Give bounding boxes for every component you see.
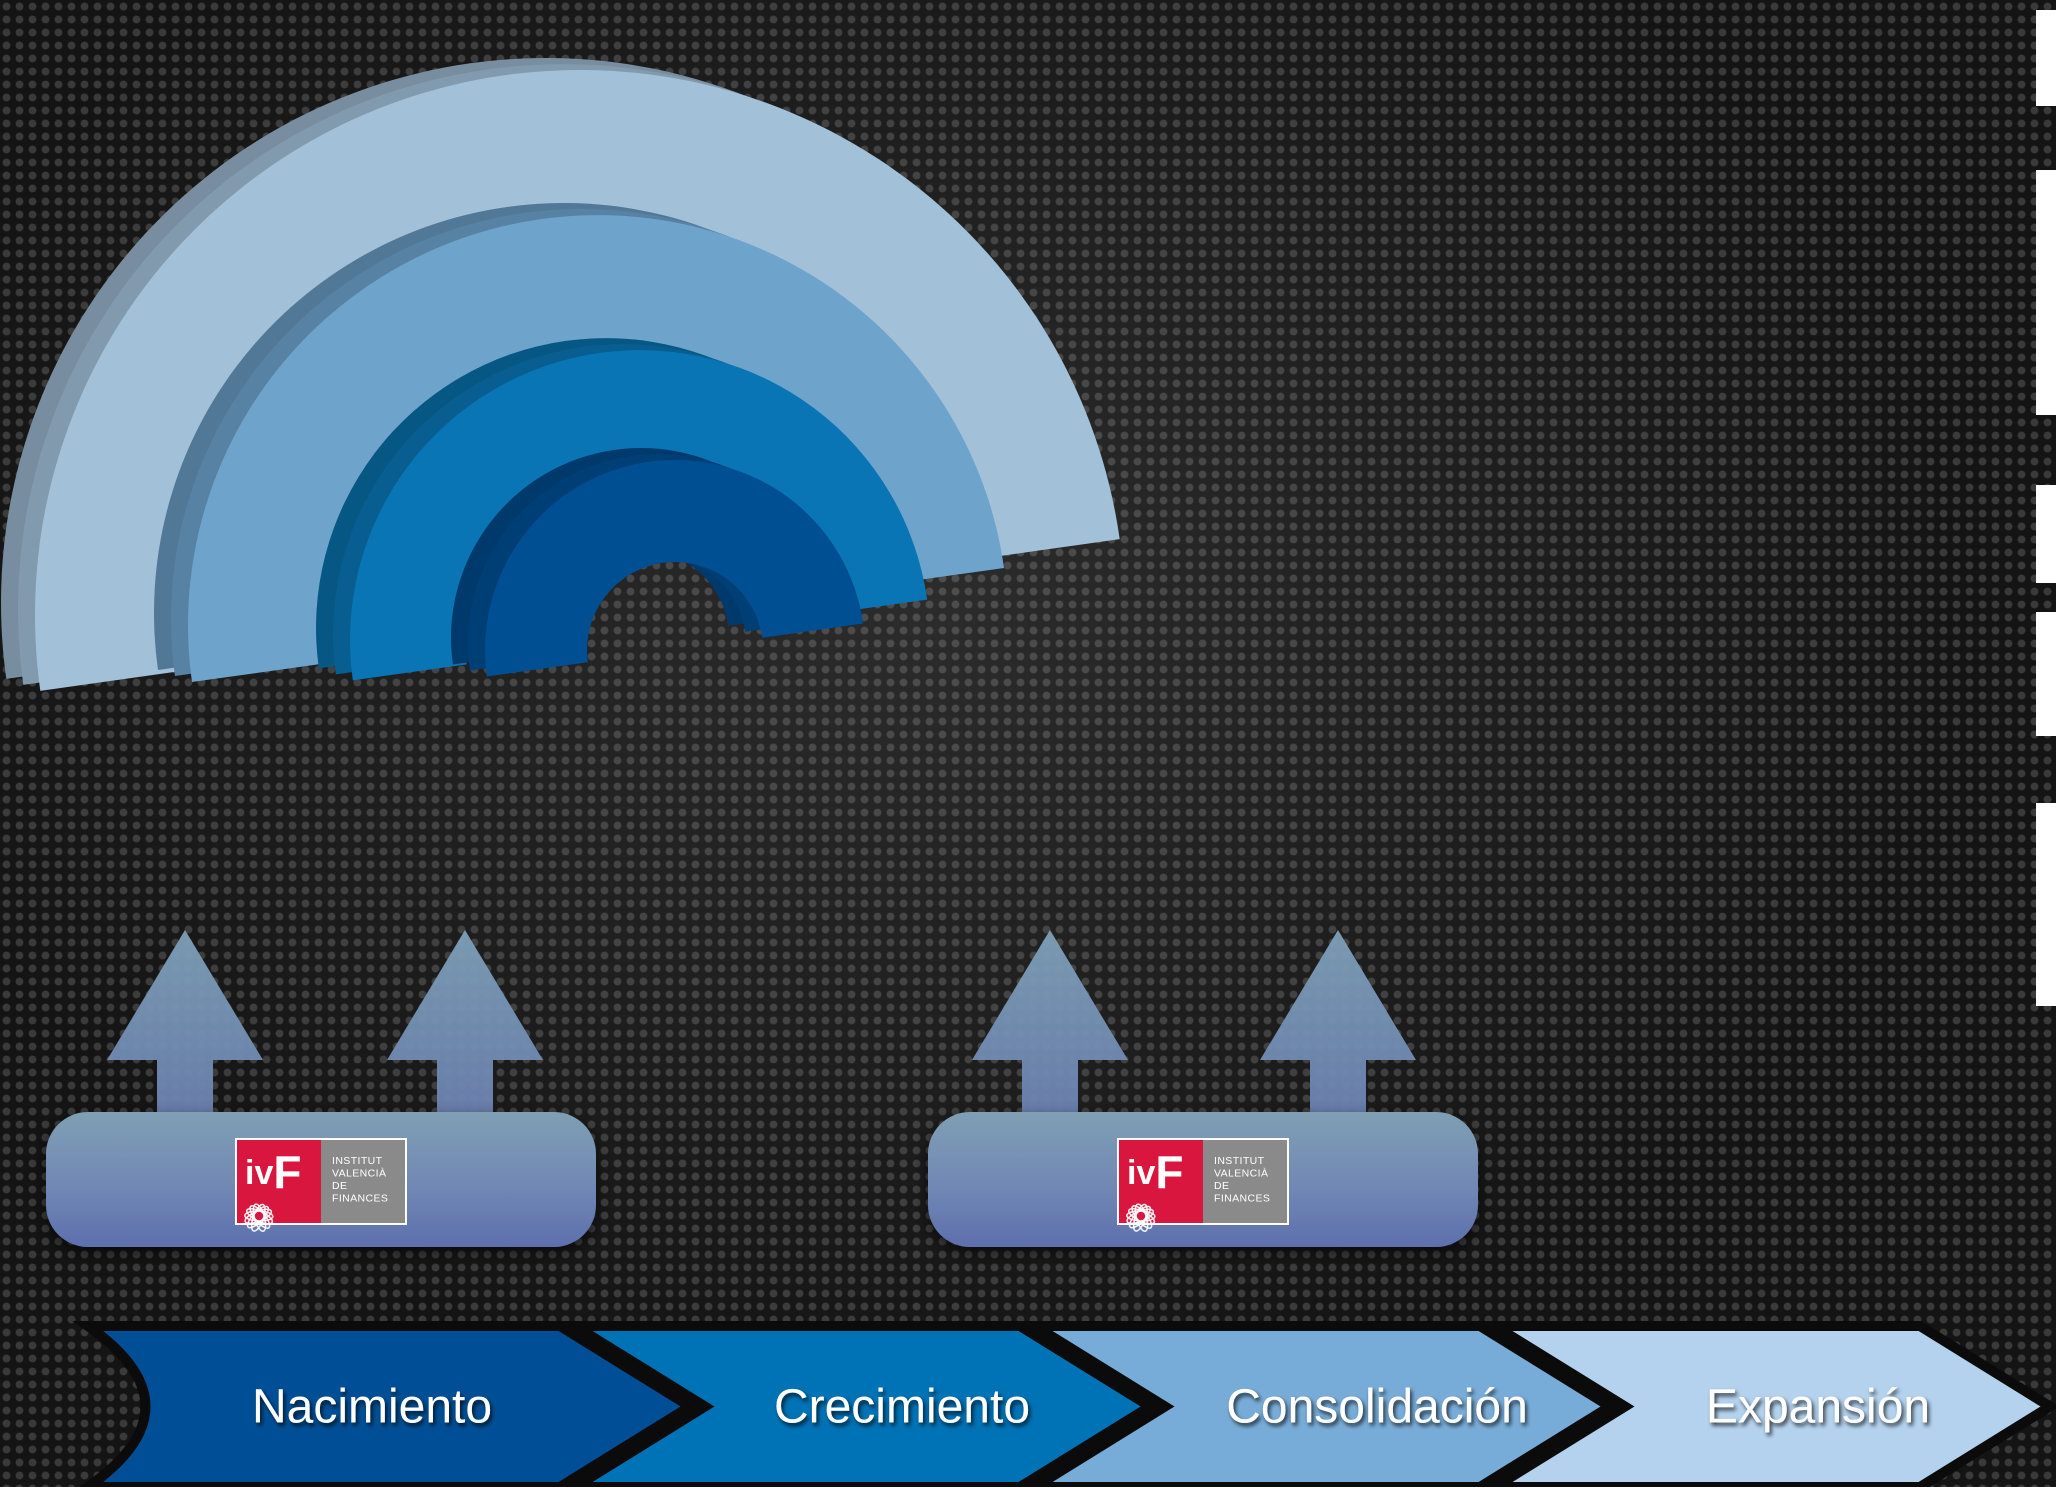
inner-arc-face xyxy=(485,460,864,677)
up-arrow-icon xyxy=(107,930,263,1130)
logo-subtitle-line: VALENCIÀ xyxy=(332,1167,386,1180)
stage-label: Crecimiento xyxy=(774,1381,1030,1434)
chevron-shape xyxy=(1017,1321,1620,1487)
stage-chevrons: Nacimiento Crecimiento Consolidación Expans… xyxy=(72,1321,2056,1487)
up-arrow-icon xyxy=(1260,930,1416,1130)
edge-panel xyxy=(2036,803,2056,1006)
logo-gray-block xyxy=(1203,1140,1287,1223)
logo-subtitle-line: VALENCIÀ xyxy=(1214,1167,1268,1180)
outer-arc xyxy=(0,58,1120,691)
chevron-shape xyxy=(557,1321,1160,1487)
edge-panel xyxy=(2036,10,2056,106)
logo-gray-block xyxy=(321,1140,405,1223)
chevron-shape xyxy=(1477,1321,2056,1487)
third-arc xyxy=(316,338,928,681)
second-arc xyxy=(153,203,1005,683)
third-arc-face xyxy=(350,350,928,681)
logo-petal xyxy=(252,1203,267,1233)
stacked-arcs xyxy=(0,58,1120,691)
inner-arc xyxy=(451,448,864,677)
edge-panel xyxy=(2036,485,2056,583)
outer-arc-face xyxy=(34,70,1120,691)
up-arrow-icon xyxy=(387,930,543,1130)
second-arc-face xyxy=(188,215,1005,683)
edge-panel xyxy=(2036,612,2056,736)
stage-chevron: Nacimiento xyxy=(72,1321,700,1487)
arrows-group xyxy=(107,930,1416,1130)
chevron-shape xyxy=(72,1321,700,1487)
stage-label: Nacimiento xyxy=(252,1381,492,1434)
logo-subtitle-line: DE xyxy=(1214,1180,1229,1192)
stage-chevron: Consolidación xyxy=(1017,1321,1620,1487)
logo-brand-text: ivF xyxy=(245,1146,301,1198)
logo-subtitle-line: INSTITUT xyxy=(332,1155,383,1167)
stage-chevron: Crecimiento xyxy=(557,1321,1160,1487)
up-arrow-icon xyxy=(972,930,1128,1130)
stage-label: Consolidación xyxy=(1226,1381,1528,1434)
logo-petal xyxy=(1134,1203,1149,1233)
edge-panel xyxy=(2036,170,2056,415)
stage-chevron: Expansión xyxy=(1477,1321,2056,1487)
logo-subtitle-line: FINANCES xyxy=(332,1193,388,1205)
stage-label: Expansión xyxy=(1706,1381,1930,1434)
logo-brand-text: ivF xyxy=(1127,1146,1183,1198)
logo-subtitle-line: INSTITUT xyxy=(1214,1155,1265,1167)
logo-subtitle-line: FINANCES xyxy=(1214,1193,1270,1205)
logo-subtitle-line: DE xyxy=(332,1180,347,1192)
